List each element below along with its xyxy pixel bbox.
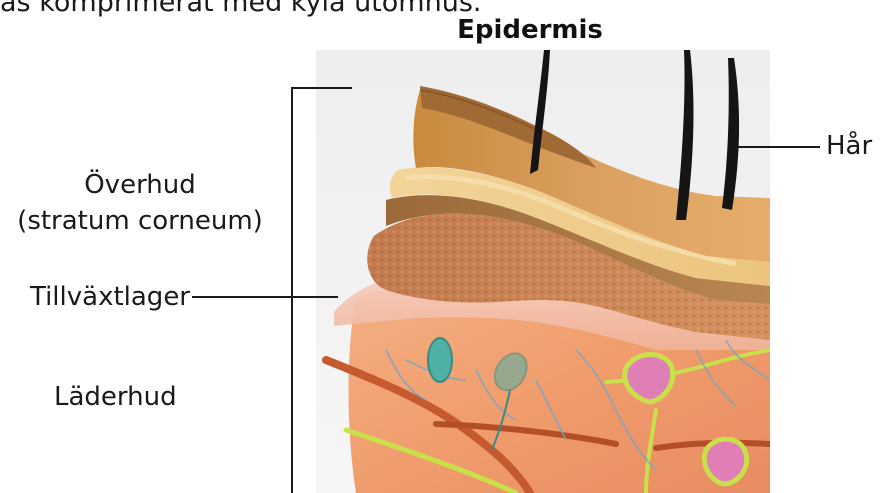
- gland-1: [625, 355, 673, 403]
- label-overhud: Överhud: [0, 168, 280, 202]
- gland-2: [704, 439, 746, 484]
- label-laderhud: Läderhud: [54, 380, 177, 414]
- nerve-ending-1: [428, 338, 452, 382]
- label-stratum-corneum: (stratum corneum): [0, 204, 280, 238]
- diagram-title: Epidermis: [440, 14, 620, 46]
- skin-cross-section-illustration: [316, 50, 770, 493]
- cut-off-text: as komprimerat med kyla utomhus.: [0, 0, 481, 19]
- label-tillvaxtlager: Tillväxtlager: [30, 280, 190, 314]
- label-har: Hår: [826, 129, 872, 163]
